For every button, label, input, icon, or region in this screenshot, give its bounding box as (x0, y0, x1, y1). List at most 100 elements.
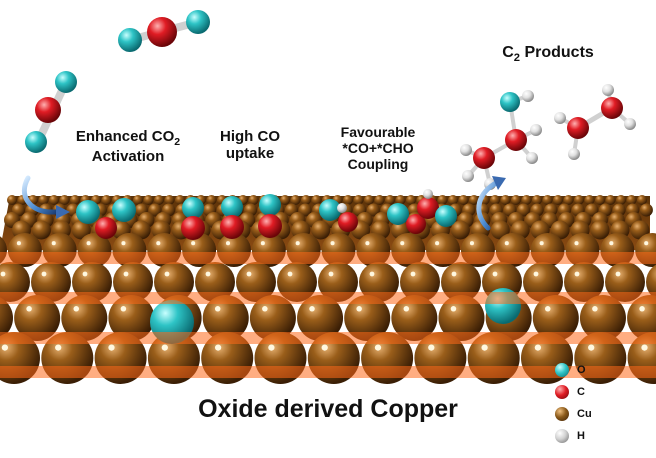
hydrogen-atom (624, 118, 636, 130)
oxygen-atom (500, 92, 520, 112)
carbon-atom (147, 17, 177, 47)
atom-highlight (451, 271, 457, 277)
copper-atom (616, 195, 626, 205)
atom-highlight (26, 306, 32, 312)
oxygen-atom (25, 131, 47, 153)
atom-highlight (588, 344, 595, 351)
oxygen-atom (55, 71, 77, 93)
carbon-atom (406, 214, 426, 234)
copper-atom (344, 295, 391, 341)
oxygen-atom (182, 197, 204, 219)
copper-atom (450, 220, 470, 240)
copper-atom (490, 195, 500, 205)
copper-atom (364, 195, 374, 205)
hydrogen-atom (602, 84, 614, 96)
copper-atom (448, 195, 458, 205)
legend-hydrogen: H (555, 428, 585, 444)
copper-atom (517, 203, 531, 217)
atom-highlight (321, 344, 328, 351)
desorption-arrowhead (492, 176, 506, 190)
copper-atom (164, 195, 175, 205)
oxygen-atom (112, 198, 136, 222)
copper-atom (101, 195, 112, 205)
label-c2-products: C2 Products (502, 44, 594, 65)
adsorbate-molecules (76, 189, 457, 240)
copper-atom (490, 220, 510, 240)
copper-atom (458, 195, 469, 205)
oxygen-atom (118, 28, 142, 52)
copper-atom (553, 195, 563, 205)
carbon-atom (473, 147, 495, 169)
atom-highlight (260, 241, 265, 246)
atom-highlight (574, 241, 579, 246)
atom-highlight (365, 241, 370, 246)
atom-highlight (435, 241, 440, 246)
adsorption-arrow (21, 175, 61, 215)
surface-title: Oxide derived Copper (198, 395, 458, 423)
copper-atom (585, 203, 599, 217)
hydrogen-atom (460, 144, 472, 156)
copper-atom (14, 295, 61, 341)
atom-highlight (533, 271, 539, 277)
copper-atom (406, 195, 416, 205)
hydrogen-atom (337, 203, 347, 213)
atom-highlight (262, 306, 268, 312)
copper-atom (574, 195, 584, 205)
atom-highlight (0, 271, 6, 277)
atom-highlight (161, 344, 168, 351)
atom-highlight (544, 306, 551, 312)
copper-atom (175, 195, 185, 205)
atom-highlight (369, 271, 375, 277)
atom-highlight (410, 271, 416, 277)
legend-copper: Cu (555, 406, 592, 422)
hydrogen-atom (522, 90, 534, 102)
copper-atom (0, 262, 30, 302)
legend-oxygen: O (555, 362, 586, 378)
atom-highlight (534, 344, 542, 351)
copper-atom (311, 195, 322, 205)
carbon-atom (505, 129, 527, 151)
atom-highlight (205, 271, 211, 277)
copper-atom (280, 195, 290, 205)
copper-atom (290, 195, 301, 205)
atom-highlight (492, 271, 498, 277)
atom-highlight (481, 344, 488, 351)
copper-atom (248, 195, 259, 205)
legend-carbon: C (555, 384, 585, 400)
copper-atom (532, 295, 579, 341)
copper-atom (301, 195, 311, 205)
hydrogen-atom (462, 170, 474, 182)
copper-atom (108, 295, 155, 341)
copper-atom (626, 195, 637, 205)
copper-swatch (555, 407, 569, 421)
copper-atom (353, 195, 364, 205)
copper-atom (391, 295, 438, 341)
atom-highlight (539, 241, 544, 246)
copper-atom (49, 195, 59, 205)
atom-highlight (644, 241, 649, 246)
copper-atom (374, 195, 385, 205)
atom-highlight (120, 306, 127, 312)
atom-highlight (214, 306, 221, 312)
glow-band (0, 252, 656, 264)
copper-atom (298, 203, 312, 217)
copper-atom (590, 220, 610, 240)
desorption-arrow (476, 179, 501, 231)
copper-atom (143, 195, 154, 205)
hydrogen-atom (526, 152, 538, 164)
carbon-atom (35, 97, 61, 123)
copper-atom (563, 195, 574, 205)
copper-atom (584, 195, 595, 205)
copper-atom (343, 195, 353, 205)
carbon-atom (417, 197, 439, 219)
atom-highlight (469, 241, 474, 246)
glow-band (0, 366, 656, 378)
copper-atom (70, 195, 80, 205)
atom-highlight (504, 241, 509, 246)
copper-atom (38, 195, 49, 205)
copper-atom (202, 295, 249, 341)
glow-band (0, 292, 656, 304)
copper-atom (627, 295, 656, 341)
